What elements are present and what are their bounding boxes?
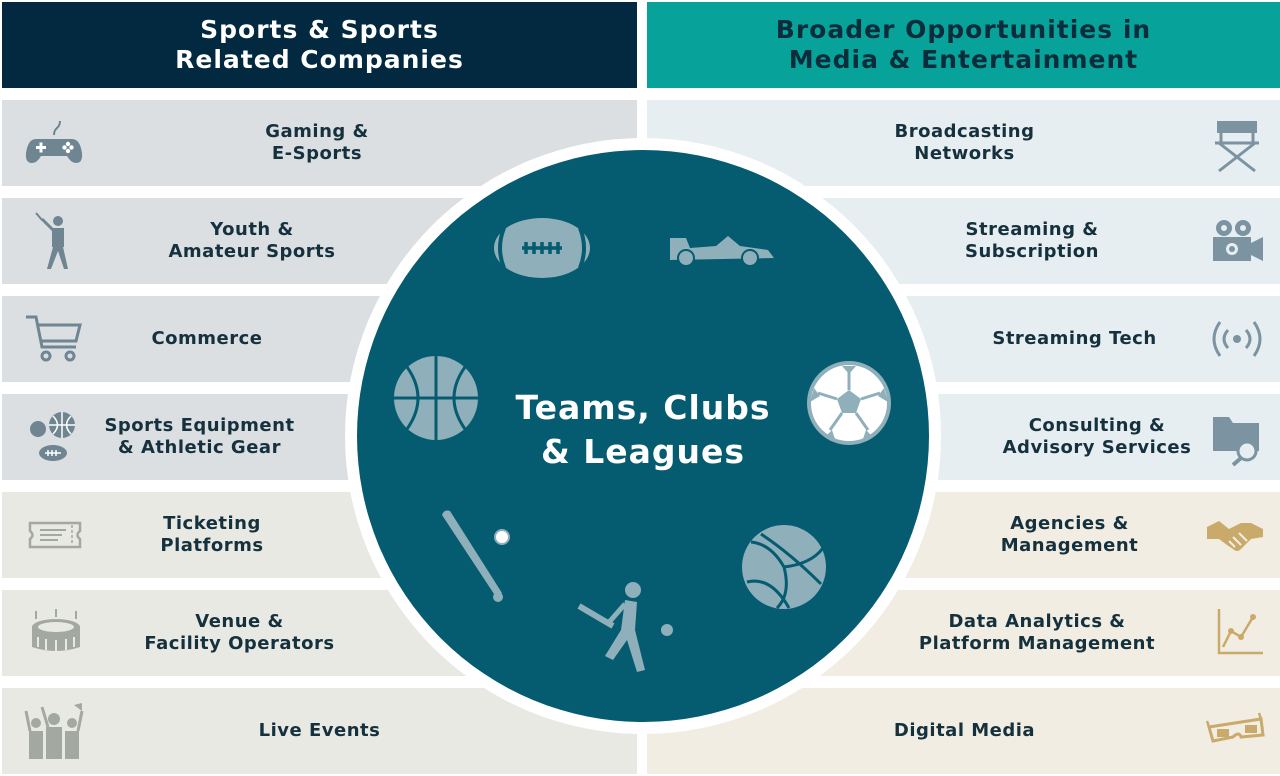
left-header-title: Sports & Sports Related Companies [175, 15, 464, 74]
soccer-ball-icon [806, 360, 892, 446]
shopping-cart-icon [24, 309, 84, 369]
right-item-label: Streaming Tech [992, 328, 1157, 349]
volleyball-icon [741, 524, 827, 610]
3d-glasses-icon [1205, 701, 1265, 761]
baseball-bat-icon [436, 505, 516, 605]
right-item-label: Streaming & Subscription [965, 219, 1099, 262]
line-chart-icon [1209, 603, 1269, 663]
race-car-icon [668, 228, 776, 266]
left-item-label: Youth & Amateur Sports [168, 219, 336, 262]
left-row-gaming: Gaming & E-Sports [2, 100, 637, 186]
handshake-icon [1205, 505, 1265, 565]
left-item-label: Live Events [258, 720, 381, 741]
right-item-label: Digital Media [893, 720, 1036, 741]
left-item-label: Sports Equipment & Athletic Gear [104, 415, 295, 458]
cricket-player-icon [577, 580, 677, 674]
right-item-label: Data Analytics & Platform Management [918, 611, 1156, 654]
right-item-label: Agencies & Management [1000, 513, 1139, 556]
right-header-title: Broader Opportunities in Media & Enterta… [775, 15, 1152, 74]
stadium-icon [26, 603, 86, 663]
football-icon [492, 216, 592, 280]
sports-balls-icon [26, 407, 86, 467]
right-item-label: Consulting & Advisory Services [1002, 415, 1192, 458]
right-header: Broader Opportunities in Media & Enterta… [647, 2, 1280, 88]
folder-search-icon [1207, 407, 1267, 467]
left-item-label: Ticketing Platforms [160, 513, 264, 556]
film-camera-icon [1207, 211, 1267, 271]
center-title: Teams, Clubs & Leagues [515, 388, 771, 471]
left-item-label: Venue & Facility Operators [144, 611, 335, 654]
basketball-icon [393, 355, 479, 441]
left-item-label: Commerce [151, 328, 263, 349]
crowd-icon [24, 701, 84, 761]
gamepad-icon [24, 113, 84, 173]
left-item-label: Gaming & E-Sports [265, 121, 369, 164]
batter-icon [30, 211, 90, 271]
right-item-label: Broadcasting Networks [894, 121, 1035, 164]
director-chair-icon [1207, 113, 1267, 173]
left-header: Sports & Sports Related Companies [2, 2, 637, 88]
broadcast-signal-icon [1207, 309, 1267, 369]
ticket-icon [26, 505, 86, 565]
